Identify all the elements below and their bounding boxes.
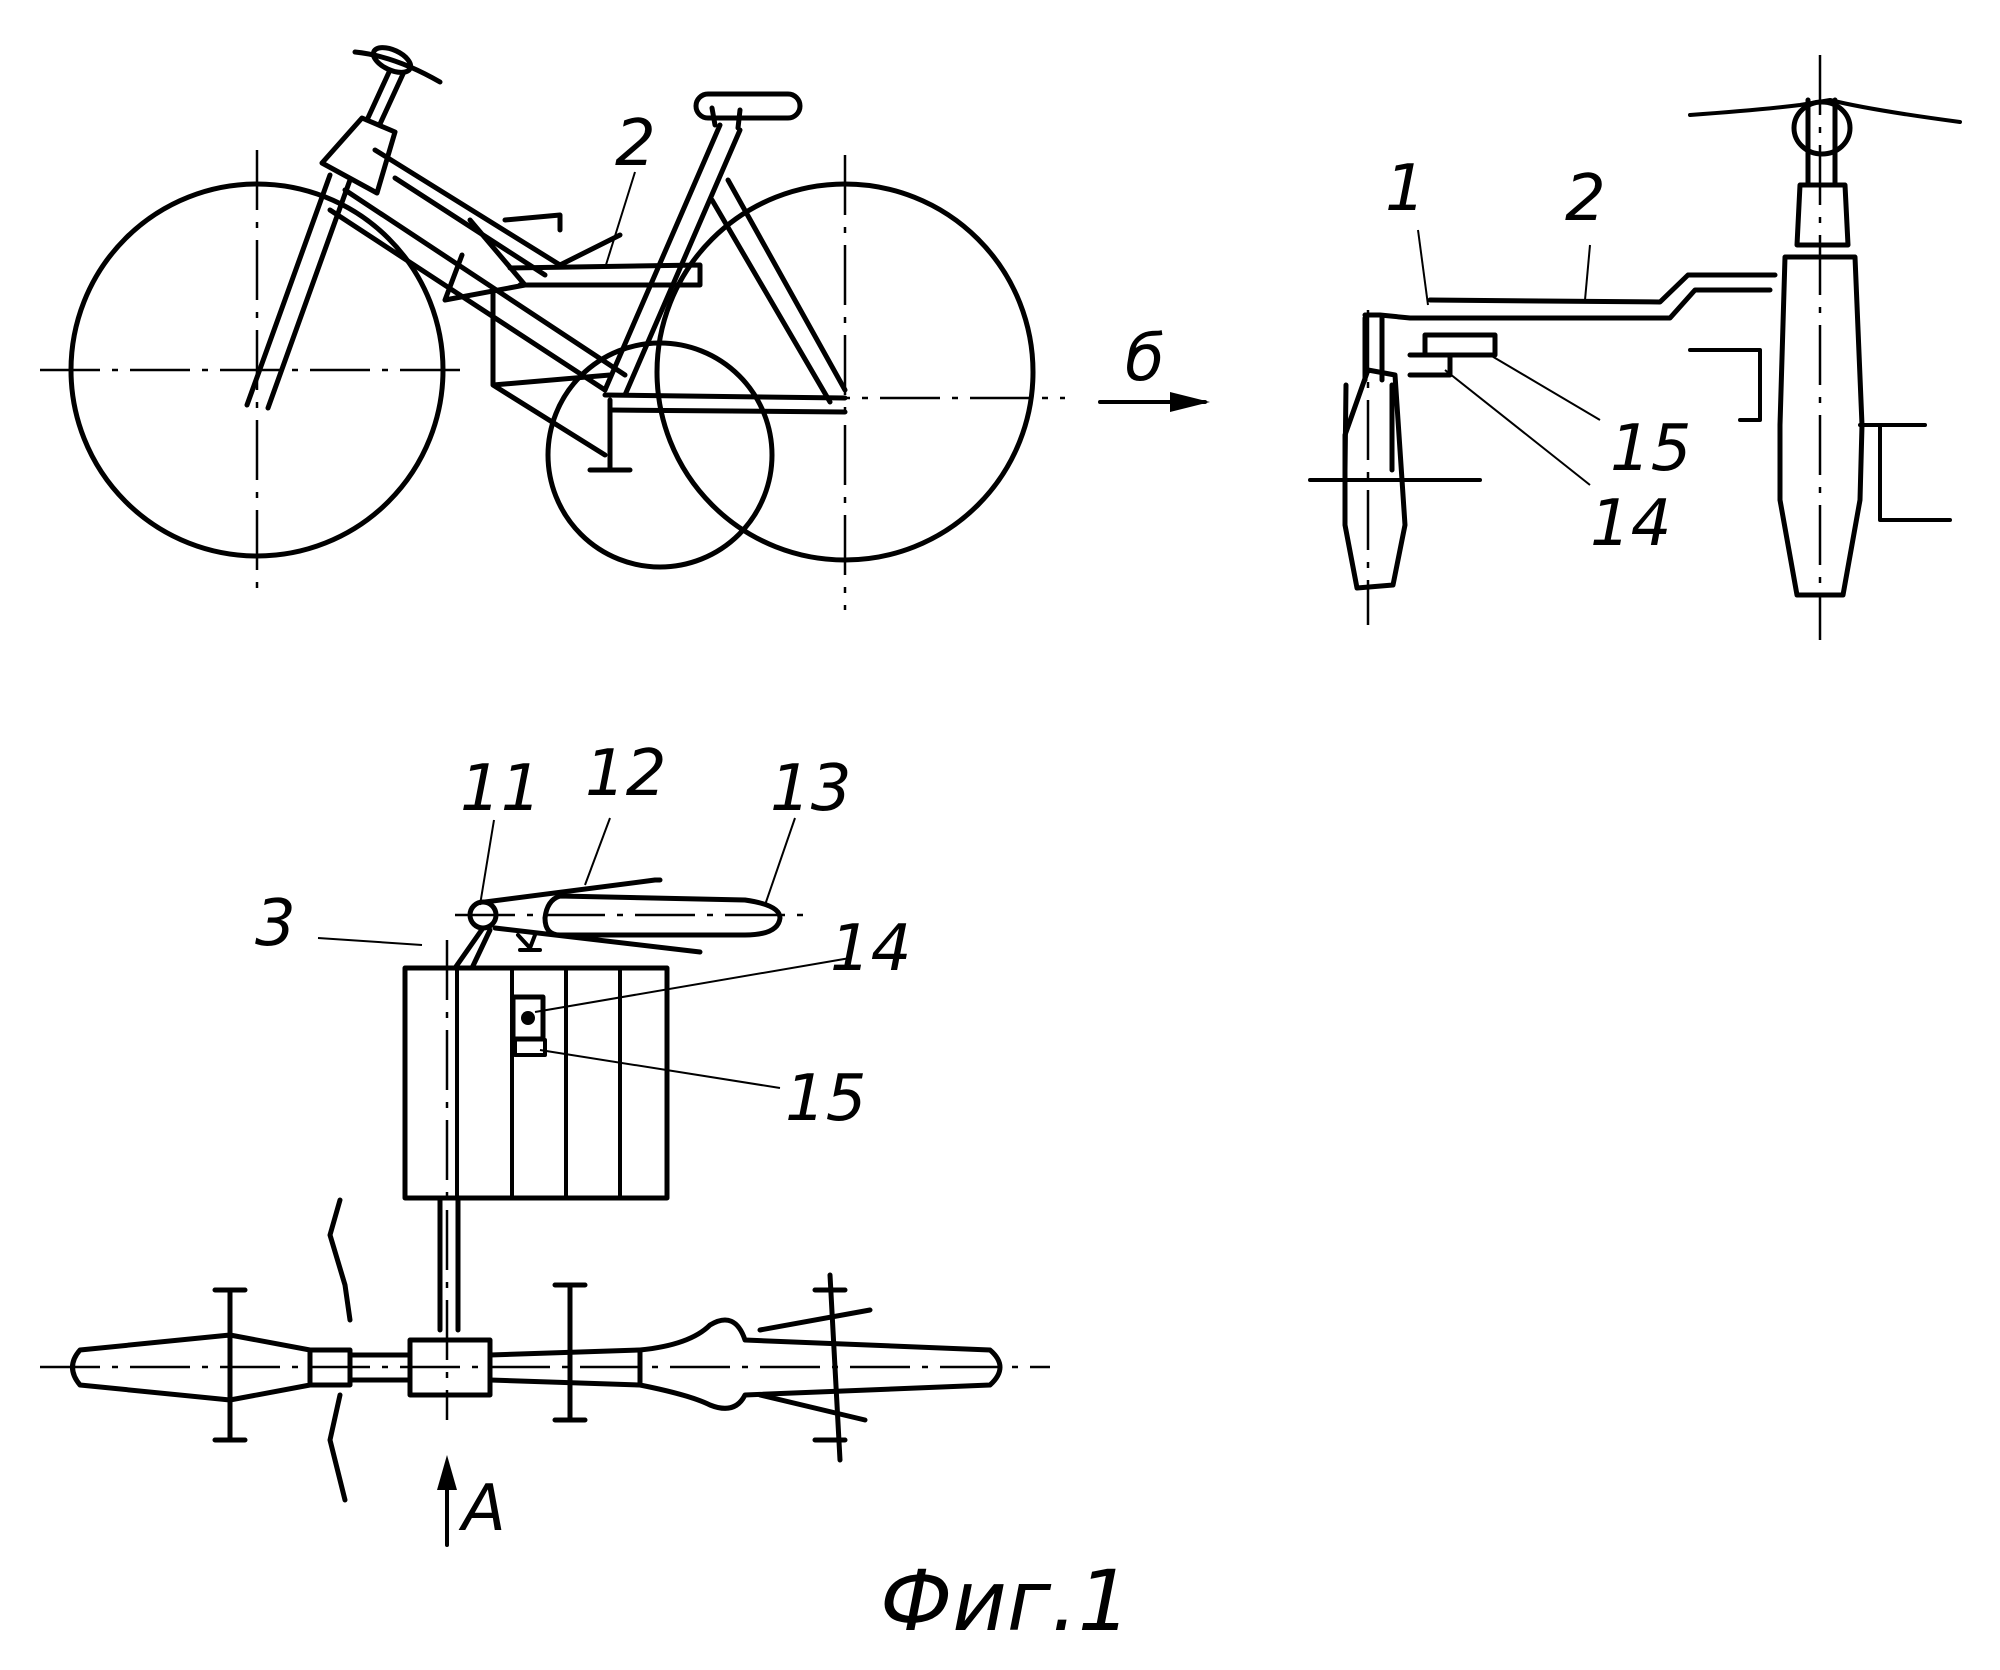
sidecar-strut — [452, 925, 493, 971]
head-tube-top — [307, 1347, 353, 1388]
rear-label-2: 2 — [1565, 162, 1606, 236]
rear-label-14: 14 — [1590, 487, 1671, 561]
label-2-leader — [604, 171, 636, 269]
sidecar-wheel-hub — [1342, 382, 1395, 473]
rear-label-14-leader — [1444, 369, 1591, 486]
side-label-2: 2 — [615, 107, 656, 181]
rear-view — [1308, 55, 1962, 640]
top-label-13: 13 — [770, 752, 851, 826]
handlebar-left — [327, 1197, 353, 1323]
front-axle-top — [212, 1287, 248, 1443]
rear-label-1-leader — [1417, 229, 1429, 306]
direction-arrow-head — [1170, 392, 1210, 412]
down-tube — [327, 187, 628, 393]
clamp-top — [407, 1337, 493, 1398]
wheel-bracket — [516, 933, 542, 952]
view-arrow-head — [437, 1455, 457, 1490]
chain-stays — [602, 392, 848, 415]
top-label-13-leader — [764, 817, 796, 906]
rear-axle-top — [812, 1272, 848, 1463]
part-14-bolt — [521, 1011, 535, 1025]
luggage-rack — [502, 212, 563, 233]
connector-rod — [437, 1195, 461, 1333]
handlebar-left-lower — [327, 1392, 348, 1503]
top-label-14: 14 — [830, 912, 911, 986]
handlebar-section — [1688, 98, 1962, 124]
sidecar-beam-lower — [1362, 287, 1773, 321]
top-tube-section-1 — [347, 1352, 413, 1383]
saddle — [693, 91, 803, 121]
sidecar-axle-post — [1362, 315, 1385, 383]
top-label-15-leader — [539, 1049, 781, 1089]
clamp-block-15 — [1422, 332, 1498, 358]
seat-stays — [709, 177, 848, 405]
seat-tube-section — [1805, 97, 1838, 188]
sidecar-wheel — [545, 340, 775, 570]
saddle-end — [1791, 99, 1853, 157]
frame-stays-section — [1688, 348, 1952, 522]
rear-label-2-leader — [1584, 244, 1591, 301]
top-label-11: 11 — [460, 752, 541, 826]
rear-label-15: 15 — [1610, 412, 1691, 486]
top-view — [40, 877, 1050, 1547]
head-tube-sleeve — [319, 115, 398, 196]
sidecar-body-slats — [455, 966, 622, 1200]
direction-label: б — [1125, 322, 1164, 396]
handlebar — [352, 49, 443, 85]
figure-caption: Фиг.1 — [880, 1552, 1131, 1650]
top-tube-section-2 — [487, 1347, 643, 1388]
pedal-axle — [552, 1282, 588, 1423]
rear-label-1: 1 — [1385, 152, 1426, 226]
clamp-14 — [1407, 352, 1453, 378]
tube-clamp — [442, 217, 528, 303]
top-label-11-leader — [479, 819, 495, 906]
handlebar-clamp — [370, 45, 414, 75]
front-wheel-top — [70, 1332, 233, 1403]
seat-post-section — [1794, 182, 1851, 248]
front-fork — [244, 172, 353, 411]
handlebar-stem — [364, 67, 406, 127]
sidecar-frame-lower — [490, 287, 613, 458]
seat-tube — [602, 122, 743, 398]
top-label-12-leader — [584, 817, 611, 886]
sidecar-wheel-13 — [542, 893, 783, 938]
part-14-box — [510, 994, 546, 1042]
rear-wheel — [654, 181, 1036, 563]
saddle-top — [637, 1317, 1003, 1411]
front-wheel — [68, 181, 446, 559]
part-15-plate — [513, 1038, 547, 1057]
sidecar-beam-upper — [1427, 272, 1778, 305]
arm-12 — [482, 877, 703, 955]
top-label-3: 3 — [255, 887, 296, 961]
bicycle-rear-wheel-edge — [1777, 254, 1865, 598]
top-label-15: 15 — [785, 1062, 866, 1136]
view-label-A: A — [458, 1472, 506, 1546]
rear-label-15-leader — [1489, 354, 1601, 421]
top-label-12: 12 — [585, 737, 666, 811]
sidecar-body — [402, 965, 670, 1201]
top-label-14-leader — [534, 957, 851, 1013]
top-label-3-leader — [317, 937, 423, 946]
sidecar-stand — [587, 397, 633, 473]
rear-stays-top — [757, 1307, 873, 1423]
bicycle-side-view — [40, 45, 1210, 610]
